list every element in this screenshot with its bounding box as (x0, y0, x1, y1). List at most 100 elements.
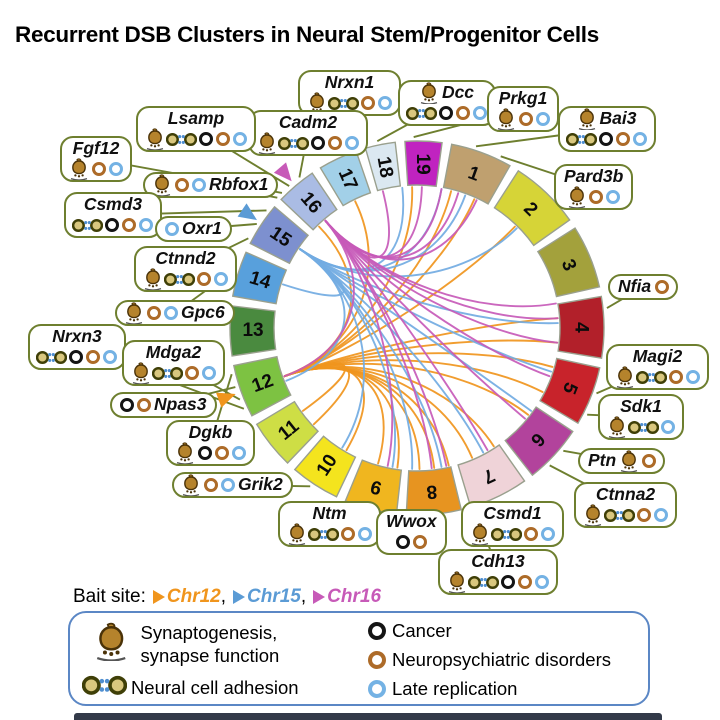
gene-label-row (495, 108, 551, 130)
neuro-ring-icon (412, 535, 427, 549)
gene-label-row: Rbfox1 (151, 174, 270, 196)
gene-name: Ctnnd2 (155, 248, 216, 269)
gene-label-row (566, 186, 622, 208)
late-ring-icon (357, 527, 372, 541)
gene-label-prkg1: Prkg1 (487, 86, 559, 132)
late-ring-icon (534, 575, 549, 589)
gene-name: Grik2 (238, 474, 283, 495)
late-ring-icon (231, 446, 246, 460)
gene-label-row: Sdk1 (618, 397, 664, 417)
late-ring-icon (213, 272, 228, 286)
neural-adhesion-icon (604, 508, 635, 522)
gene-label-gpc6: Gpc6 (115, 300, 235, 326)
neuro-ring-icon (196, 272, 211, 286)
neuro-ring-icon (654, 280, 669, 294)
chord-chr15 (299, 227, 518, 278)
gene-label-ctnnd2: Ctnnd2 (134, 246, 237, 292)
bait-chr-name: Chr16 (327, 586, 382, 607)
neural-adhesion-icon (81, 673, 128, 703)
neural-adhesion-icon (566, 132, 597, 146)
synapse-icon (125, 302, 143, 324)
chromosome-13-segment (229, 305, 277, 357)
gene-label-row (406, 103, 488, 123)
chromosome-19-number: 19 (412, 154, 433, 175)
neural-adhesion-icon (278, 136, 309, 150)
chord-chr12 (283, 362, 346, 412)
neuro-ring-icon (668, 370, 683, 384)
neuro-ring-icon (340, 527, 355, 541)
gene-label-row: Ntm (310, 504, 348, 524)
neuro-ring-icon (85, 350, 100, 364)
gene-name: Dcc (441, 82, 475, 103)
legend-adhesion-item: Neural cell adhesion (81, 673, 299, 703)
gene-label-row (469, 523, 556, 545)
neural-adhesion-icon (628, 420, 659, 434)
cancer-ring-icon (598, 132, 613, 146)
neuro-ring-icon (214, 446, 229, 460)
gene-label-row: Ctnna2 (594, 485, 657, 505)
cancer-ring-icon (198, 132, 213, 146)
chromosome-8-number: 8 (426, 480, 438, 502)
neural-adhesion-icon (406, 106, 437, 120)
neuro-ring-icon (136, 398, 151, 412)
chord-chr16 (324, 190, 390, 259)
neural-adhesion-icon (81, 675, 128, 695)
gene-name: Npas3 (154, 394, 207, 415)
chromosome-7-segment (457, 444, 526, 508)
legend-neuro-item: Neuropsychiatric disorders (368, 649, 611, 671)
synapse-icon (420, 82, 438, 104)
neuro-ring-icon (636, 508, 651, 522)
gene-label-dcc: Dcc (398, 80, 496, 126)
gene-label-row: Cadm2 (277, 113, 339, 133)
gene-label-row (36, 347, 118, 367)
gene-name: Rbfox1 (209, 174, 269, 195)
synapse-icon (578, 108, 595, 130)
gene-label-row (256, 132, 360, 154)
legend-neuro-text: Neuropsychiatric disorders (392, 649, 612, 670)
neuro-ring-icon (215, 132, 230, 146)
gene-label-row: Csmd3 (82, 195, 144, 215)
chromosome-1-segment (442, 143, 511, 205)
gene-name: Csmd3 (83, 194, 143, 215)
late-ring-icon (102, 350, 117, 364)
gene-label-row: Ptn (586, 450, 657, 472)
gene-label-row (614, 366, 701, 388)
gene-name: Magi2 (632, 346, 683, 367)
gene-name: Fgf12 (72, 138, 120, 159)
legend-synapse-item: Synaptogenesis, synapse function (92, 621, 279, 667)
late-ring-icon (138, 218, 153, 232)
gene-label-row: Bai3 (576, 108, 639, 130)
translocation-chords (281, 186, 559, 470)
neuro-ring-icon (184, 366, 199, 380)
synapse-icon (70, 158, 88, 180)
synapse-icon (132, 362, 150, 384)
synapse-icon (176, 442, 194, 464)
late-replication-ring-icon (368, 680, 386, 698)
chord-chr15 (281, 248, 345, 297)
legend-cancer-item: Cancer (368, 620, 452, 642)
synapse-icon (471, 523, 489, 545)
legend-synapse-text: Synaptogenesis, synapse function (140, 622, 280, 667)
late-ring-icon (220, 478, 235, 492)
gene-label-row: Nrxn1 (323, 73, 377, 93)
bait-item-chr15: Chr15, (226, 586, 306, 608)
late-ring-icon (606, 190, 621, 204)
cancer-ring-icon (395, 535, 410, 549)
gene-label-row: Nrxn3 (50, 327, 104, 347)
legend-late-item: Late replication (368, 678, 517, 700)
gene-label-rbfox1: Rbfox1 (143, 172, 279, 198)
gene-label-sdk1: Sdk1 (598, 394, 684, 440)
legend-late-text: Late replication (392, 678, 518, 699)
gene-label-row (286, 523, 373, 545)
bait-site-line: Bait site: Chr12,Chr15,Chr16 (73, 586, 381, 608)
gene-label-csmd1: Csmd1 (461, 501, 564, 547)
gene-label-row: Cdh13 (469, 552, 526, 572)
cancer-ring-icon (310, 136, 325, 150)
bait-arrow-icon (313, 590, 326, 604)
bait-arrow-icon (233, 590, 246, 604)
chord-chr16 (324, 219, 394, 467)
legend-box: Synaptogenesis, synapse function Neural … (68, 611, 650, 706)
gene-label-row: Nfia (616, 277, 670, 297)
chromosome-9-number: 9 (368, 475, 384, 498)
chord-chr15 (299, 248, 559, 325)
